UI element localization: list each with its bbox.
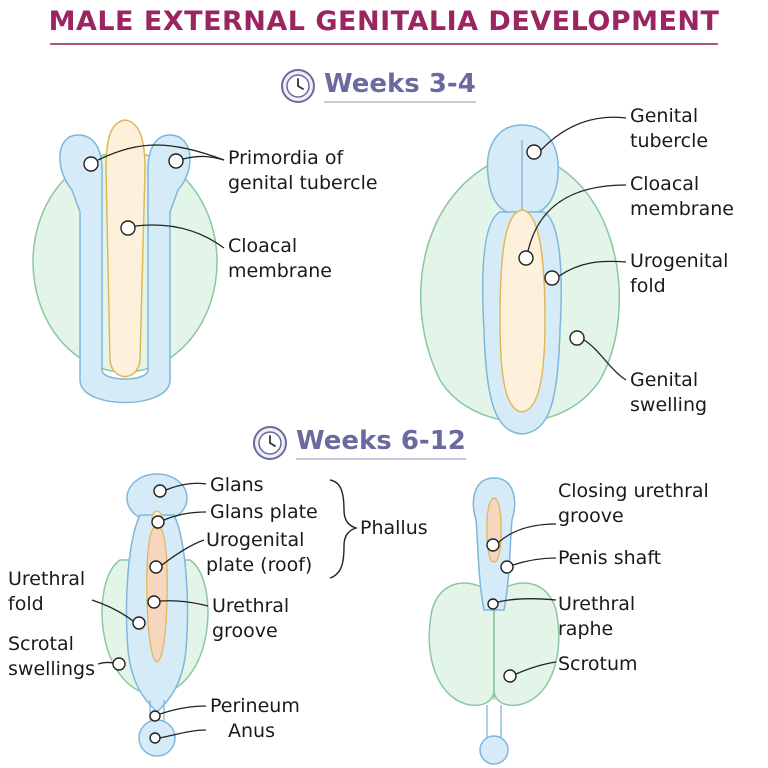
label-urethral-fold: Urethral fold: [8, 568, 86, 615]
label-cloacal-membrane-left: Cloacal membrane: [228, 235, 332, 282]
label-scrotum: Scrotum: [558, 653, 638, 675]
label-genital-tubercle: Genital tubercle: [630, 105, 709, 152]
week6-12-right-embryo: [428, 477, 560, 765]
label-cloacal-membrane-right: Cloacal membrane: [630, 173, 734, 220]
clock-icon: [253, 426, 287, 460]
label-scrotal-swellings: Scrotal swellings: [8, 633, 95, 680]
label-perineum: Perineum: [210, 695, 300, 717]
week3-4-left-embryo: [32, 119, 225, 404]
section-weeks-3-4: Weeks 3-4: [280, 66, 476, 106]
label-glans: Glans: [210, 474, 264, 496]
week6-12-left-embryo: [91, 473, 359, 757]
clock-icon: [281, 69, 315, 103]
label-genital-swelling: Genital swelling: [630, 369, 708, 416]
title-divider: [50, 43, 718, 45]
label-urogenital-plate: Urogenital plate (roof): [206, 529, 313, 576]
week3-4-right-embryo: [419, 116, 627, 435]
label-closing-urethral-groove: Closing urethral groove: [558, 480, 709, 527]
page-title: MALE EXTERNAL GENITALIA DEVELOPMENT: [48, 6, 720, 37]
label-anus: Anus: [228, 720, 275, 742]
label-primordia-of-genital-tubercle: Primordia of genital tubercle: [228, 147, 378, 194]
section-label: Weeks 6-12: [296, 426, 466, 460]
section-weeks-6-12: Weeks 6-12: [252, 423, 466, 463]
label-urogenital-fold: Urogenital fold: [630, 250, 729, 297]
section-label: Weeks 3-4: [324, 69, 476, 103]
label-urethral-raphe: Urethral raphe: [558, 593, 636, 640]
label-phallus: Phallus: [360, 517, 428, 539]
label-penis-shaft: Penis shaft: [558, 547, 662, 569]
label-urethral-groove: Urethral groove: [212, 595, 290, 642]
label-glans-plate: Glans plate: [210, 501, 318, 523]
